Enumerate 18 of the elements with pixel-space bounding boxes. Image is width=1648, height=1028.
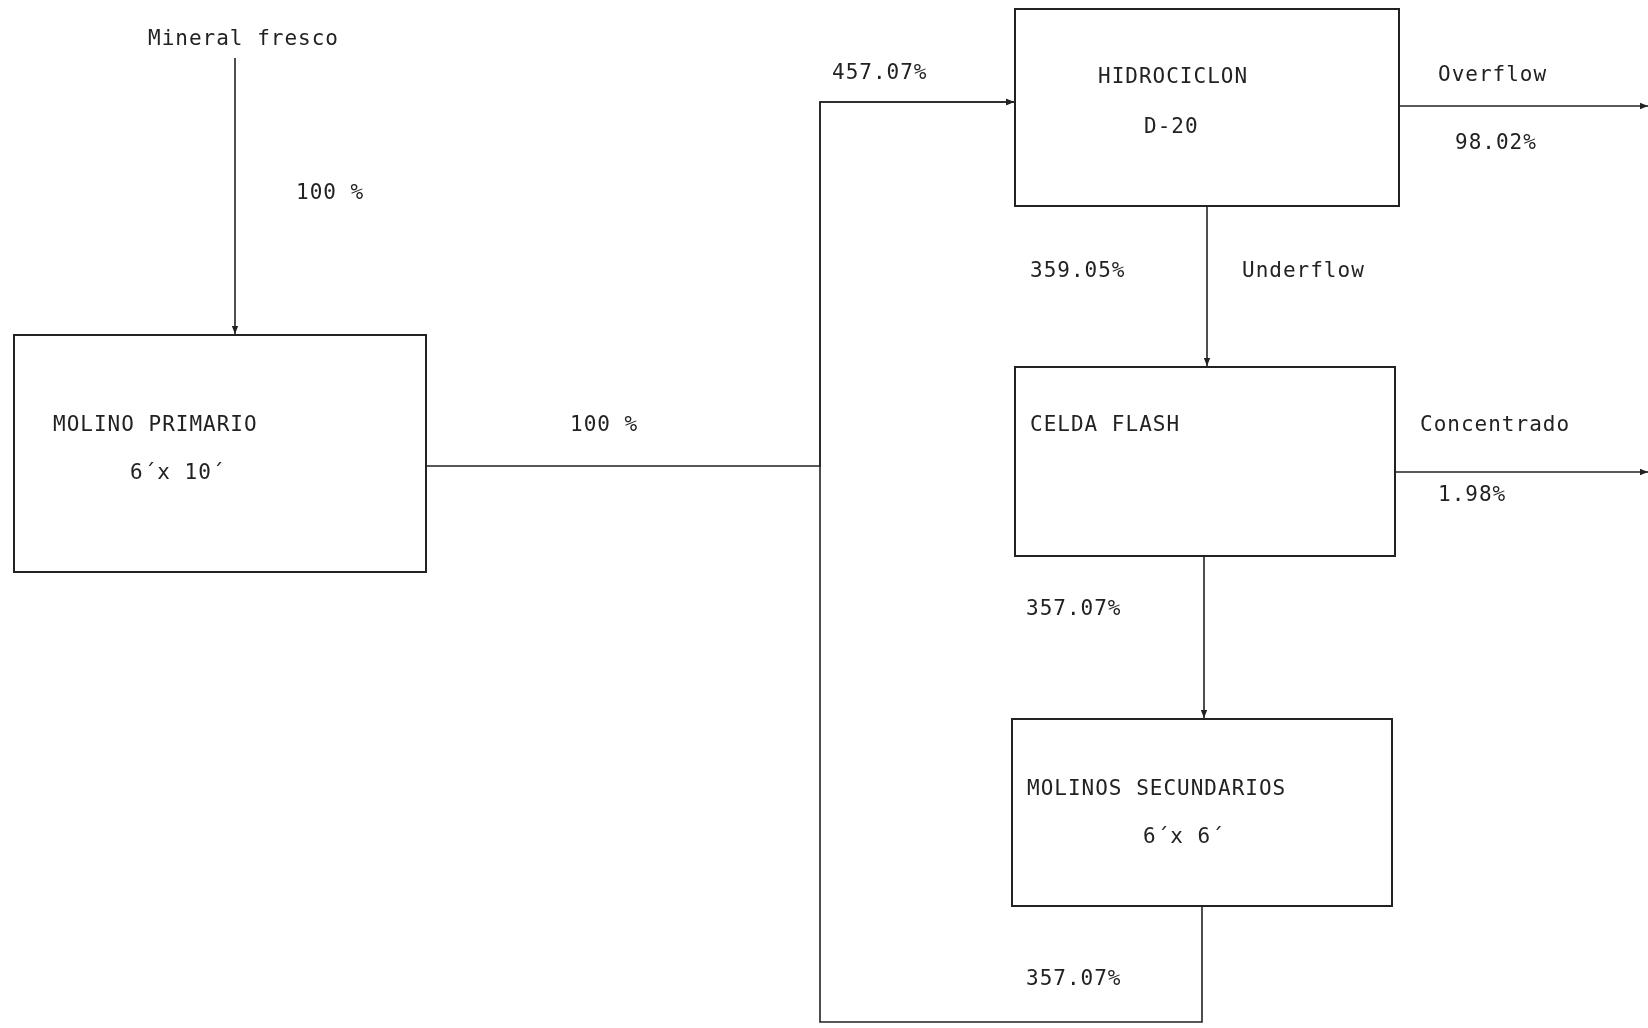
process-box	[1014, 366, 1396, 557]
arrow	[819, 98, 1203, 1023]
node-title: CELDA FLASH	[1030, 412, 1181, 436]
process-box	[13, 334, 427, 573]
arrow	[1200, 556, 1208, 719]
node-title: Mineral fresco	[148, 26, 339, 50]
node-subtitle: 6´x 6´	[1143, 824, 1225, 848]
process-box	[1011, 718, 1393, 907]
arrow	[231, 57, 239, 335]
node-title: MOLINOS SECUNDARIOS	[1027, 776, 1287, 800]
node-title: MOLINO PRIMARIO	[53, 412, 258, 436]
node-subtitle: D-20	[1144, 114, 1199, 138]
node-title: HIDROCICLON	[1098, 64, 1249, 88]
node-subtitle: 6´x 10´	[130, 460, 226, 484]
arrow	[1203, 206, 1211, 367]
arrow	[1399, 102, 1648, 110]
process-box	[1014, 8, 1400, 207]
arrow	[1395, 468, 1648, 476]
